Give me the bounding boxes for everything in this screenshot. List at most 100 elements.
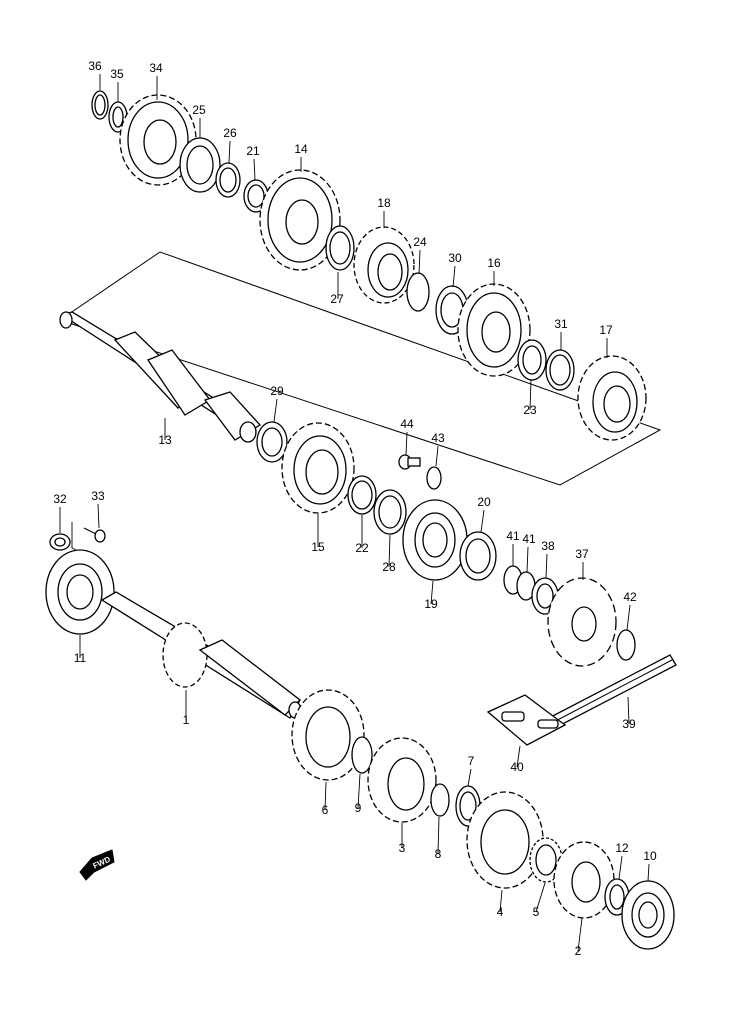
part-label-20: 20	[477, 495, 491, 509]
washer-31	[545, 349, 575, 391]
part-label-3: 3	[399, 841, 406, 855]
leader-line-10	[647, 863, 650, 882]
part-label-39: 39	[622, 717, 636, 731]
circlip-36	[91, 90, 109, 120]
part-label-15: 15	[311, 540, 325, 554]
part-label-1: 1	[183, 713, 190, 727]
leader-line-8	[437, 816, 440, 855]
part-label-33: 33	[91, 489, 105, 503]
circlip-8	[430, 783, 450, 817]
part-label-6: 6	[322, 803, 329, 817]
leader-line-29	[273, 398, 278, 423]
washer-26	[215, 162, 241, 198]
part-label-21: 21	[246, 144, 260, 158]
oil-seal-20	[459, 531, 497, 581]
leader-line-23	[529, 379, 532, 411]
part-label-25: 25	[192, 103, 206, 117]
leader-line-43	[435, 445, 439, 467]
part-label-41: 41	[506, 529, 520, 543]
leader-line-20	[480, 509, 485, 533]
part-label-35: 35	[110, 67, 124, 81]
leader-32-33	[71, 522, 81, 553]
part-label-23: 23	[523, 403, 537, 417]
leader-line-42	[626, 604, 631, 631]
leader-line-44	[405, 431, 408, 456]
gear-4	[466, 791, 544, 889]
part-label-8: 8	[435, 847, 442, 861]
part-label-11: 11	[74, 651, 87, 665]
gear-15	[281, 422, 355, 514]
part-label-26: 26	[223, 126, 237, 140]
part-label-13: 13	[158, 433, 172, 447]
part-label-19: 19	[424, 597, 438, 611]
leader-line-21	[253, 158, 256, 181]
leader-line-41	[526, 546, 529, 573]
leader-line-33	[97, 503, 100, 529]
part-label-27: 27	[330, 292, 344, 306]
gear-34	[119, 94, 197, 186]
part-label-12: 12	[615, 841, 629, 855]
fwd-arrow-icon: FWD	[79, 849, 115, 881]
part-label-41: 41	[522, 532, 536, 546]
leader-line-2	[577, 917, 583, 952]
sprocket-37	[547, 577, 617, 667]
part-label-24: 24	[413, 235, 427, 249]
leader-line-12	[618, 855, 623, 880]
leader-line-7	[467, 768, 472, 787]
part-label-31: 31	[554, 317, 568, 331]
washer-27	[325, 225, 355, 271]
bushing-23	[517, 339, 547, 381]
leader-line-4	[499, 889, 503, 913]
part-label-34: 34	[149, 61, 163, 75]
part-label-17: 17	[599, 323, 613, 337]
leader-line-26	[228, 140, 231, 164]
part-label-38: 38	[541, 539, 555, 553]
part-label-16: 16	[487, 256, 501, 270]
part-label-2: 2	[575, 944, 582, 958]
drive-chain-39	[544, 654, 677, 731]
washer-43	[426, 466, 442, 490]
part-label-29: 29	[270, 384, 284, 398]
bearing-25	[179, 137, 221, 193]
part-label-18: 18	[377, 196, 391, 210]
leader-lines	[59, 74, 650, 952]
leader-line-30	[452, 265, 456, 288]
leader-line-19	[430, 580, 434, 605]
gear-14	[259, 169, 341, 271]
bushing-22	[347, 475, 377, 515]
bearing-19	[402, 499, 468, 581]
part-label-43: 43	[431, 431, 445, 445]
bolt-44	[398, 454, 421, 470]
countershaft-13	[59, 311, 262, 443]
part-label-28: 28	[382, 560, 396, 574]
washer-29	[256, 421, 288, 463]
leader-line-24	[418, 249, 421, 275]
leader-line-39	[627, 696, 630, 725]
gear-18	[353, 226, 415, 304]
part-label-4: 4	[497, 905, 504, 919]
part-label-10: 10	[643, 849, 657, 863]
circlip-9	[351, 736, 373, 774]
bearing-10	[621, 880, 675, 950]
leader-line-38	[545, 553, 548, 579]
gear-6	[291, 689, 365, 781]
circlip-42	[616, 629, 636, 661]
gear-17	[577, 355, 647, 441]
leader-line-6	[324, 781, 327, 811]
part-label-9: 9	[355, 801, 362, 815]
gear-2	[553, 841, 615, 919]
chain-joint-40	[486, 694, 567, 746]
leader-line-5	[535, 882, 546, 913]
screw-33	[83, 527, 106, 543]
leader-line-28	[388, 534, 391, 568]
part-label-7: 7	[468, 754, 475, 768]
part-label-36: 36	[88, 59, 102, 73]
part-label-40: 40	[510, 760, 524, 774]
part-label-32: 32	[53, 492, 67, 506]
part-label-22: 22	[355, 541, 369, 555]
part-label-44: 44	[400, 417, 414, 431]
gear-16	[457, 283, 531, 377]
countershaft-group-frame	[59, 251, 662, 486]
